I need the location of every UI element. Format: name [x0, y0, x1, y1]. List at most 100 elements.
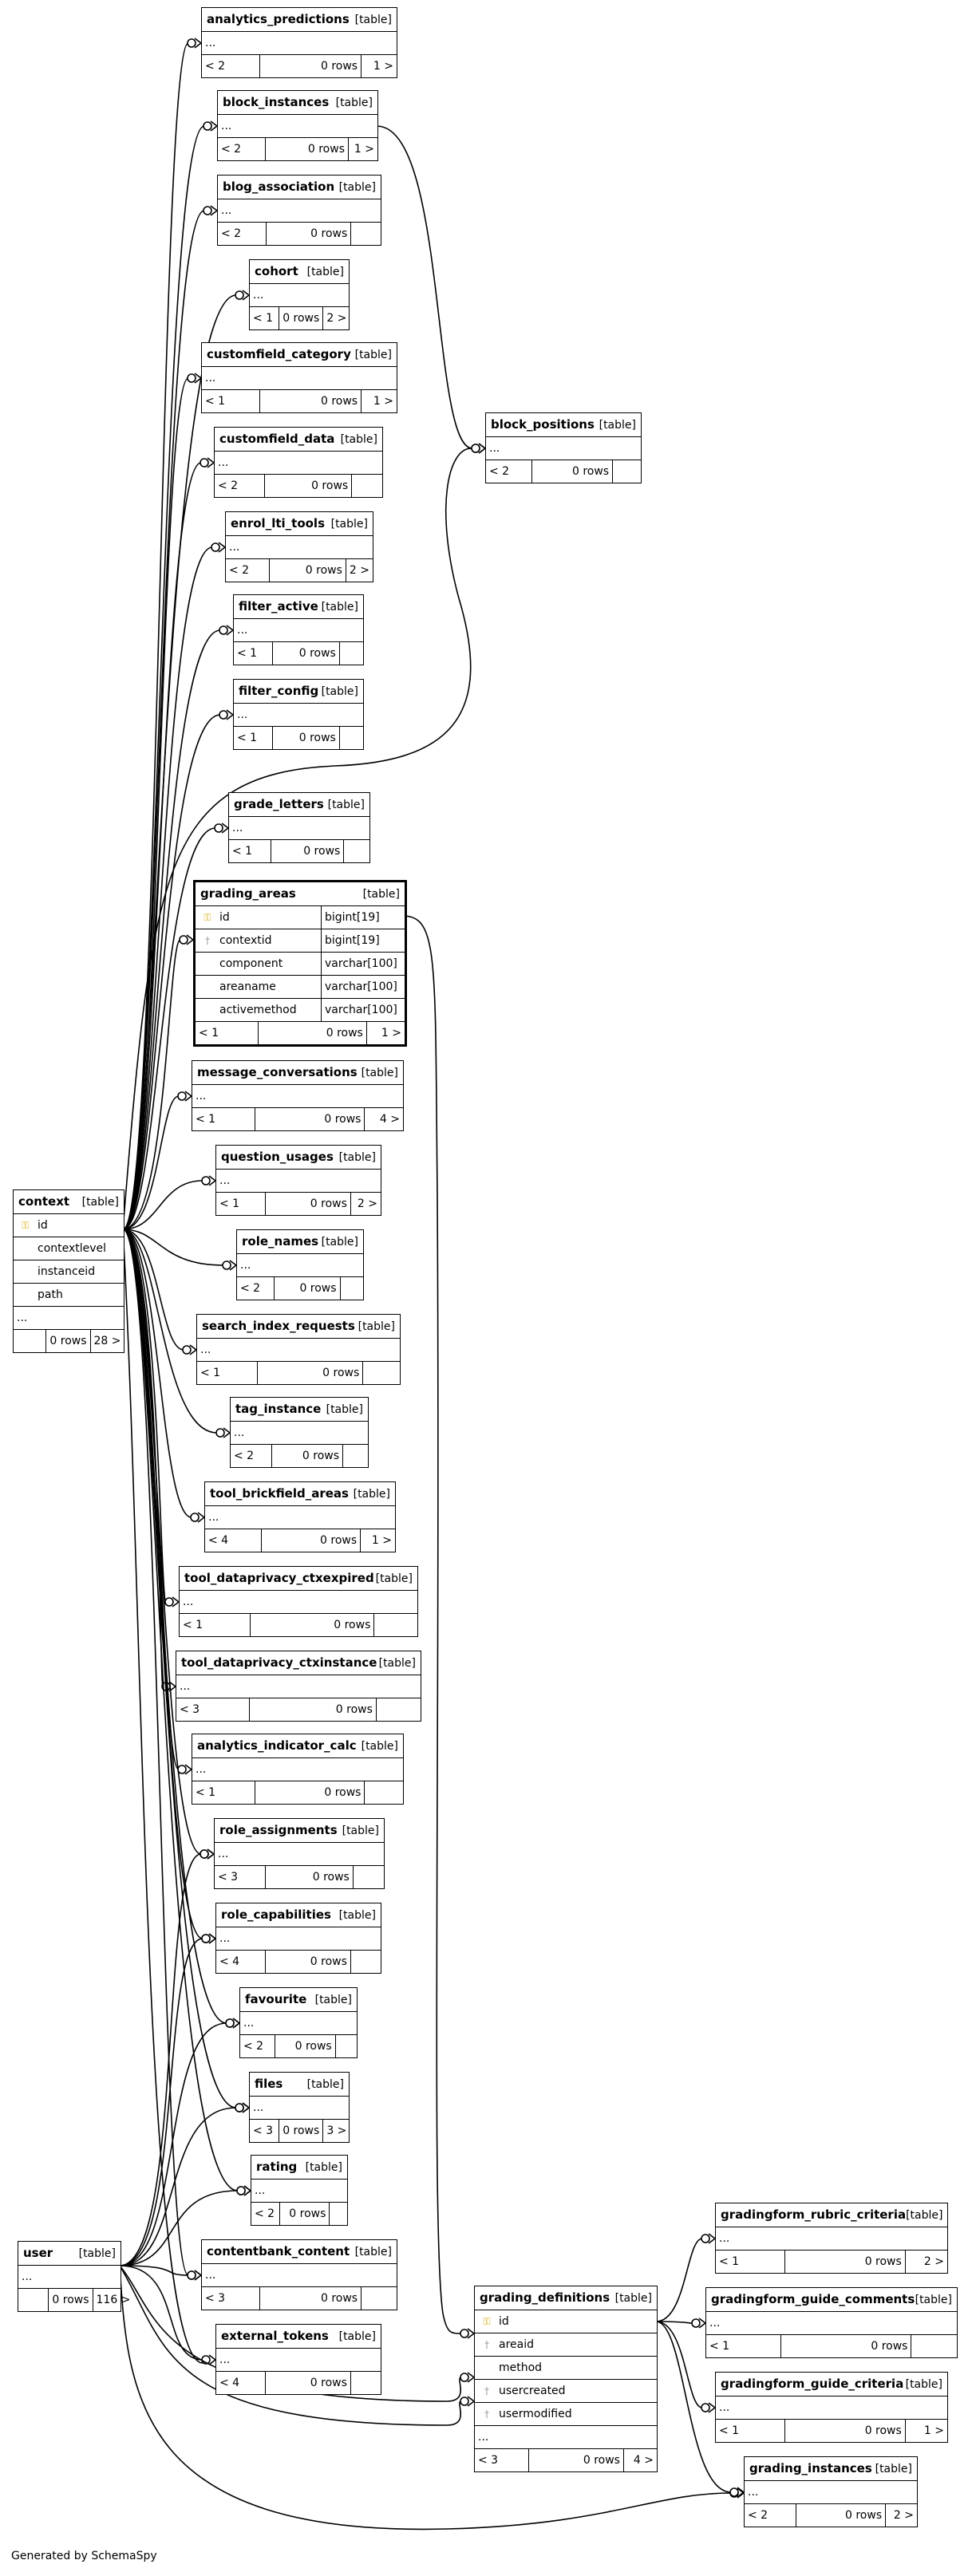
child-count[interactable]: [340, 727, 363, 749]
parent-count[interactable]: < 2: [215, 475, 265, 497]
child-count[interactable]: [351, 1951, 381, 1973]
child-count[interactable]: [343, 1445, 368, 1467]
parent-count[interactable]: < 4: [216, 2372, 266, 2394]
parent-count[interactable]: < 1: [180, 1614, 251, 1636]
table-tool-dataprivacy-ctxexpired[interactable]: tool_dataprivacy_ctxexpired[table]...< 1…: [179, 1566, 418, 1637]
table-tool-dataprivacy-ctxinstance[interactable]: tool_dataprivacy_ctxinstance[table]...< …: [176, 1651, 421, 1722]
parent-count[interactable]: < 1: [234, 642, 273, 665]
column-row[interactable]: †areaid: [475, 2333, 657, 2357]
parent-count[interactable]: < 1: [196, 1022, 259, 1044]
child-count[interactable]: 1 >: [371, 1534, 392, 1547]
parent-count[interactable]: < 1: [197, 1362, 259, 1384]
child-count[interactable]: 4 >: [633, 2454, 654, 2467]
table-grading-definitions[interactable]: grading_definitions[table]⚿id†areaid†met…: [474, 2286, 658, 2472]
parent-count[interactable]: < 2: [237, 1277, 275, 1300]
column-row[interactable]: ⚿id: [475, 2310, 657, 2333]
parent-count[interactable]: < 1: [202, 390, 261, 412]
child-count[interactable]: [344, 840, 369, 862]
parent-count[interactable]: < 1: [234, 727, 273, 749]
table-context[interactable]: context[table]⚿id†contextlevel†instancei…: [13, 1189, 124, 1353]
child-count[interactable]: 2 >: [923, 2255, 944, 2268]
parent-count[interactable]: < 1: [192, 1108, 256, 1130]
parent-count[interactable]: < 2: [226, 559, 271, 582]
child-count[interactable]: [354, 1866, 384, 1888]
child-count[interactable]: [351, 223, 381, 245]
parent-count[interactable]: < 2: [251, 2203, 280, 2225]
parent-count[interactable]: < 3: [176, 1698, 250, 1721]
child-count[interactable]: [365, 1781, 403, 1804]
child-count[interactable]: [330, 2203, 347, 2225]
child-count[interactable]: 1 >: [923, 2424, 944, 2437]
child-count[interactable]: [374, 1614, 417, 1636]
parent-count[interactable]: < 2: [218, 138, 266, 160]
child-count[interactable]: [341, 1277, 363, 1300]
child-count[interactable]: [377, 1698, 421, 1721]
parent-count[interactable]: < 3: [475, 2449, 530, 2471]
child-count[interactable]: 1 >: [354, 143, 374, 156]
parent-count[interactable]: < 3: [250, 2120, 280, 2142]
child-count[interactable]: [613, 460, 641, 483]
parent-count[interactable]: < 1: [250, 307, 280, 329]
child-count[interactable]: 2 >: [893, 2509, 914, 2522]
parent-count[interactable]: < 4: [205, 1529, 263, 1552]
parent-count[interactable]: < 1: [706, 2335, 782, 2357]
column-row[interactable]: †contextlevel: [14, 1237, 124, 1260]
parent-count[interactable]: [14, 1330, 47, 1352]
child-count[interactable]: [362, 2287, 397, 2310]
child-count[interactable]: [363, 1362, 400, 1384]
column-row[interactable]: †usermodified: [475, 2403, 657, 2426]
child-count[interactable]: 2 >: [326, 312, 347, 325]
parent-count[interactable]: < 3: [215, 1866, 266, 1888]
child-count[interactable]: 1 >: [373, 60, 393, 73]
child-count[interactable]: 2 >: [357, 1197, 377, 1210]
column-row[interactable]: †path: [14, 1284, 124, 1307]
parent-count[interactable]: < 2: [231, 1445, 272, 1467]
table-gradingform-rubric-criteria[interactable]: gradingform_rubric_criteria[table]...< 1…: [715, 2203, 948, 2274]
parent-count[interactable]: < 2: [202, 55, 261, 77]
parent-count[interactable]: < 3: [202, 2287, 261, 2310]
child-count[interactable]: 4 >: [379, 1113, 400, 1126]
parent-count[interactable]: < 1: [192, 1781, 256, 1804]
child-count[interactable]: [340, 642, 363, 665]
parent-count[interactable]: < 2: [486, 460, 533, 483]
parent-count[interactable]: < 4: [216, 1951, 266, 1973]
column-row[interactable]: †usercreated: [475, 2380, 657, 2403]
child-count[interactable]: [336, 2035, 357, 2057]
parent-count[interactable]: < 2: [745, 2504, 796, 2527]
child-count[interactable]: 28 >: [93, 1335, 121, 1347]
parent-count[interactable]: < 1: [216, 1193, 266, 1215]
parent-count[interactable]: < 1: [716, 2420, 785, 2442]
child-count[interactable]: 116 >: [96, 2294, 131, 2306]
column-row[interactable]: †instanceid: [14, 1260, 124, 1284]
parent-count[interactable]: < 2: [240, 2035, 275, 2057]
